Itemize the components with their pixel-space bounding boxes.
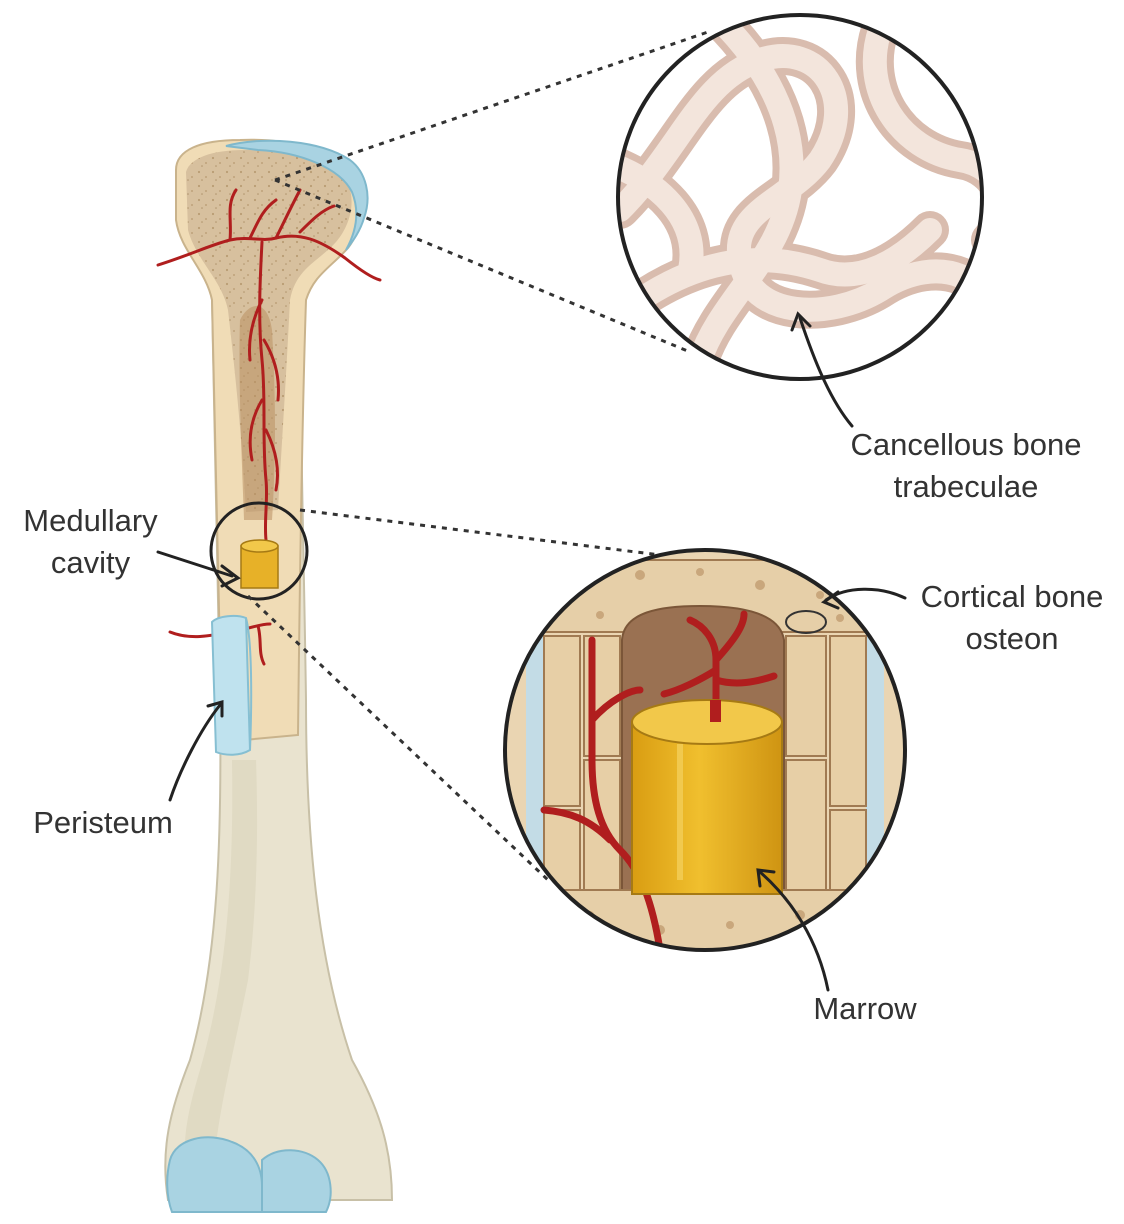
label-cancellous: Cancellous bone trabeculae bbox=[826, 424, 1106, 508]
label-cortical: Cortical bone osteon bbox=[904, 576, 1120, 660]
periosteum-strip bbox=[212, 616, 250, 755]
label-marrow: Marrow bbox=[790, 988, 940, 1030]
label-marrow-text: Marrow bbox=[790, 988, 940, 1030]
label-cortical-line2: osteon bbox=[904, 618, 1120, 660]
label-medullary-cavity: Medullary cavity bbox=[8, 500, 173, 584]
long-bone bbox=[158, 140, 392, 1212]
arrow-peristeum bbox=[170, 705, 220, 800]
label-cancellous-line1: Cancellous bone bbox=[826, 424, 1106, 466]
medullary-cavity-region bbox=[239, 306, 275, 520]
label-medullary-cavity-line2: cavity bbox=[8, 542, 173, 584]
label-peristeum-text: Peristeum bbox=[18, 802, 188, 844]
marrow-cylinder-small bbox=[241, 540, 278, 588]
label-medullary-cavity-line1: Medullary bbox=[8, 500, 173, 542]
label-peristeum: Peristeum bbox=[18, 802, 188, 844]
cross-section-zoom bbox=[500, 550, 910, 960]
label-cortical-line1: Cortical bone bbox=[904, 576, 1120, 618]
label-cancellous-line2: trabeculae bbox=[826, 466, 1106, 508]
